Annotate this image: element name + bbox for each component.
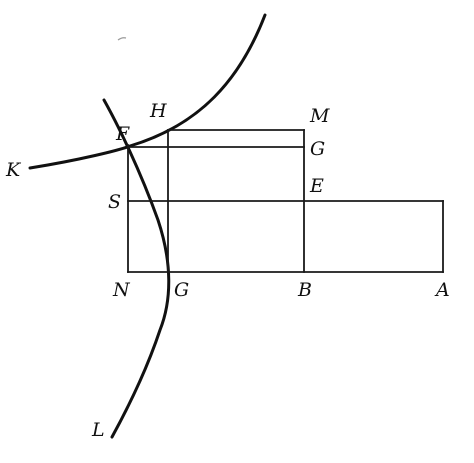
label-m: M [309, 105, 330, 127]
label-f: F [115, 123, 130, 145]
label-k: K [5, 159, 22, 181]
label-e: E [309, 175, 324, 197]
label-b: B [297, 279, 312, 301]
label-g-upper: G [310, 138, 325, 160]
curve-kf [28, 13, 267, 170]
label-s: S [108, 191, 121, 213]
label-n: N [112, 279, 131, 301]
stray-mark [117, 37, 127, 41]
label-l: L [91, 419, 105, 441]
label-a: A [434, 279, 450, 301]
label-h: H [149, 100, 167, 122]
label-g-lower: G [174, 279, 189, 301]
